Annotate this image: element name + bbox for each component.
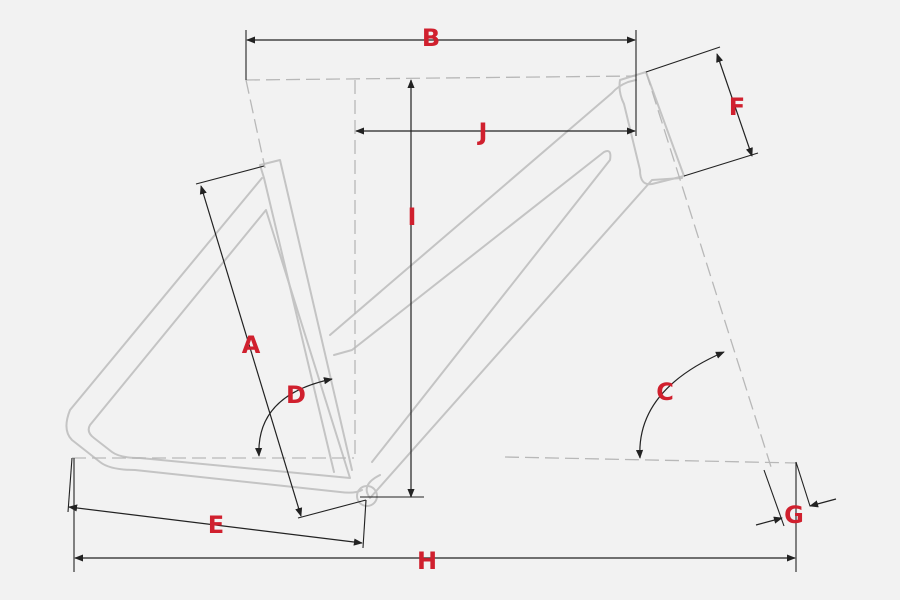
head-tube (618, 71, 685, 186)
bike-frame (65, 71, 685, 507)
label-h: H (417, 547, 437, 575)
dimension-a-line (199, 185, 303, 517)
bottom-bracket (356, 485, 378, 507)
label-d: D (286, 381, 306, 409)
dimension-labels: A B C D E F G H I J (208, 24, 804, 575)
rear-triangle-outer (65, 177, 363, 494)
label-a: A (242, 331, 261, 359)
label-b: B (422, 24, 440, 52)
guide-lines (72, 71, 797, 471)
label-c: C (656, 378, 674, 406)
top-tube-inner (333, 150, 612, 463)
label-g: G (784, 501, 804, 529)
label-e: E (208, 511, 224, 539)
dimension-d-arc (255, 377, 333, 457)
dimension-g-arrow-right (809, 498, 837, 508)
dimension-e-line (68, 504, 363, 546)
dimension-g-arrow-left (755, 516, 783, 526)
label-f: F (729, 93, 745, 121)
dimension-f-line (716, 53, 753, 157)
down-tube (365, 177, 683, 499)
label-j: J (477, 118, 488, 146)
dimension-lines (67, 30, 837, 572)
dimension-c-arc (635, 351, 725, 459)
rear-triangle-inner (87, 209, 351, 479)
label-i: I (408, 203, 417, 231)
